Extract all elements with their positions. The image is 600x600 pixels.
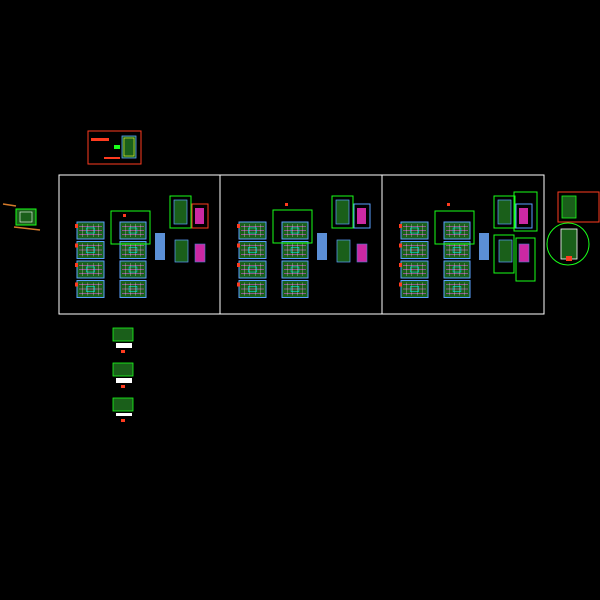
plan-marker	[75, 263, 78, 267]
floor-plan-left-3[interactable]	[76, 260, 105, 279]
highlight-box	[110, 210, 151, 245]
blue-panel[interactable]	[479, 233, 489, 260]
blue-panel[interactable]	[155, 233, 165, 260]
sheet-2[interactable]	[237, 195, 371, 298]
detail-plan-lower-magenta[interactable]	[518, 243, 530, 263]
plan-marker	[237, 263, 240, 267]
detail-plan-lower[interactable]	[498, 239, 513, 263]
plan-marker	[237, 282, 240, 287]
plan-marker	[75, 224, 78, 228]
section-marker	[447, 203, 450, 206]
detail-block-right[interactable]	[546, 191, 600, 266]
floor-plan-left-4[interactable]	[400, 280, 429, 298]
detail-plan-lower[interactable]	[174, 239, 189, 263]
blue-panel[interactable]	[317, 233, 327, 260]
floor-plan-right-1[interactable]	[119, 221, 147, 240]
floor-plan-left-2[interactable]	[400, 241, 429, 259]
floor-plan-left-4[interactable]	[76, 280, 105, 298]
detail-block-left[interactable]	[2, 203, 41, 231]
plan-marker	[75, 243, 78, 248]
detail-plan-upper[interactable]	[173, 199, 188, 225]
detail-plan-magenta[interactable]	[519, 208, 528, 224]
plan-marker	[237, 224, 240, 228]
detail-plan-magenta[interactable]	[357, 208, 366, 224]
floor-plan-right-3[interactable]	[281, 260, 309, 279]
section-marker	[123, 214, 126, 217]
floor-plan-right-3[interactable]	[443, 260, 471, 279]
floor-plan-left-3[interactable]	[400, 260, 429, 279]
floor-plan-left-1[interactable]	[400, 221, 429, 240]
floor-plan-right-4[interactable]	[443, 280, 471, 298]
detail-item-3[interactable]	[112, 397, 134, 422]
floor-plan-right-2[interactable]	[443, 241, 471, 259]
detail-item-1[interactable]	[112, 327, 134, 353]
plan-marker	[237, 243, 240, 248]
detail-plan-lower[interactable]	[336, 239, 351, 263]
floor-plan-right-4[interactable]	[281, 280, 309, 298]
plan-marker	[75, 282, 78, 287]
plan-marker	[399, 263, 402, 267]
detail-plan-lower-magenta[interactable]	[194, 243, 206, 263]
highlight-box	[272, 209, 313, 244]
highlight-box-extra-left	[493, 234, 515, 274]
floor-plan-right-2[interactable]	[281, 241, 309, 259]
floor-plan-right-2[interactable]	[119, 241, 147, 259]
section-marker	[285, 203, 288, 206]
detail-block-top[interactable]	[87, 130, 142, 165]
plan-marker	[399, 224, 402, 228]
plan-marker	[399, 243, 402, 248]
detail-frame-upper	[331, 195, 354, 229]
detail-plan-lower-magenta[interactable]	[356, 243, 368, 263]
highlight-box-extra-lower	[515, 237, 536, 282]
detail-frame-upper	[169, 195, 192, 229]
floor-plan-right-3[interactable]	[119, 260, 147, 279]
detail-frame-upper	[493, 195, 516, 229]
floor-plan-left-1[interactable]	[238, 221, 267, 240]
highlight-box	[434, 210, 475, 245]
floor-plan-left-2[interactable]	[76, 241, 105, 259]
detail-plan-magenta[interactable]	[195, 208, 204, 224]
sheet-3[interactable]	[399, 191, 538, 298]
detail-plan-upper[interactable]	[497, 199, 512, 225]
floor-plan-left-3[interactable]	[238, 260, 267, 279]
floor-plan-left-2[interactable]	[238, 241, 267, 259]
detail-frame-magenta	[515, 203, 533, 229]
detail-frame-magenta	[353, 203, 371, 229]
floor-plan-left-4[interactable]	[238, 280, 267, 298]
floor-plan-right-1[interactable]	[281, 221, 309, 240]
sheet-frame	[58, 174, 545, 315]
plan-marker	[399, 282, 402, 287]
detail-plan-upper[interactable]	[335, 199, 350, 225]
highlight-box-extra	[513, 191, 538, 232]
floor-plan-right-1[interactable]	[443, 221, 471, 240]
detail-stack-bottom[interactable]	[112, 327, 134, 422]
floor-plan-left-1[interactable]	[76, 221, 105, 240]
detail-item-2[interactable]	[112, 362, 134, 388]
detail-frame-magenta	[191, 203, 209, 229]
sheet-1[interactable]	[75, 195, 209, 298]
floor-plan-right-4[interactable]	[119, 280, 147, 298]
